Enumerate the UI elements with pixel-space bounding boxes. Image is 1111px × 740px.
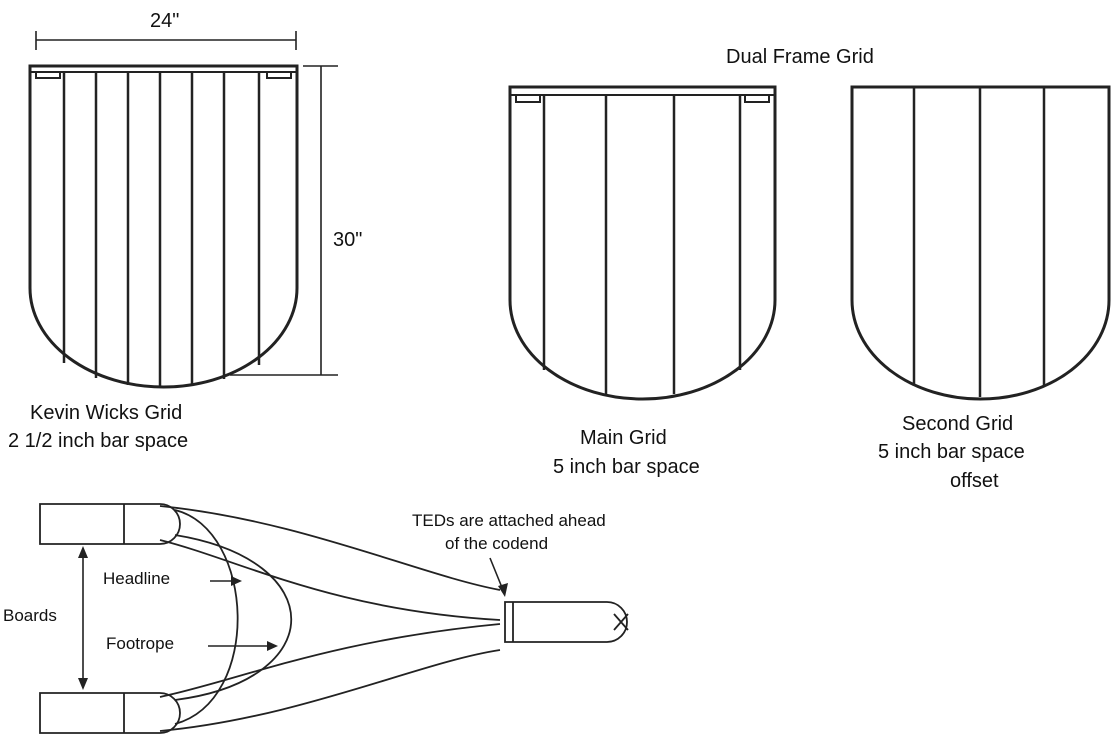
main-grid-caption-line2: 5 inch bar space: [553, 456, 700, 478]
boards-arrow-up-icon: [78, 546, 88, 558]
kevin-wicks-caption-line1: Kevin Wicks Grid: [30, 402, 182, 424]
main-grid-caption-line1: Main Grid: [580, 427, 667, 449]
codend-tie-icon: [613, 613, 629, 631]
headline-arrow-icon: [231, 576, 242, 586]
dual-frame-title: Dual Frame Grid: [726, 46, 874, 68]
kevin-wicks-grid: 24" 30" Kevin Wicks Grid 2 1/2 inch bar …: [8, 10, 362, 452]
headline-label: Headline: [103, 569, 170, 588]
second-grid-caption-line3: offset: [950, 470, 999, 492]
codend: [504, 601, 628, 643]
grid-frame: [28, 64, 299, 389]
wing-line-top-inner: [159, 539, 501, 621]
grid-corner-brace-right: [266, 71, 292, 79]
wing-line-top-outer: [159, 505, 501, 591]
wing-line-bottom-outer: [159, 649, 501, 732]
second-grid: Second Grid 5 inch bar space offset: [850, 85, 1111, 492]
kevin-wicks-caption-line2: 2 1/2 inch bar space: [8, 430, 188, 452]
ted-arrow-line: [489, 557, 504, 591]
ted-arrow-icon: [498, 583, 508, 597]
ted-note-line2: of the codend: [445, 534, 548, 553]
second-grid-caption-line2: 5 inch bar space: [878, 441, 1025, 463]
second-grid-caption-line1: Second Grid: [902, 413, 1013, 435]
width-dimension-label: 24": [150, 10, 179, 32]
footrope-arrow-icon: [267, 641, 278, 651]
ted-note-line1: TEDs are attached ahead: [412, 511, 606, 530]
main-grid: Main Grid 5 inch bar space: [508, 85, 777, 478]
main-grid-corner-brace-right: [744, 94, 770, 103]
footrope-label: Footrope: [106, 634, 174, 653]
trawl-schematic: Boards Headline Footrope TEDs are attach…: [3, 503, 629, 734]
boards-label: Boards: [3, 606, 57, 625]
footrope-curve: [174, 534, 292, 701]
trawl-door-top: [39, 503, 181, 545]
main-grid-corner-brace-left: [515, 94, 541, 103]
main-grid-frame: [508, 85, 777, 401]
wing-line-bottom-inner: [159, 623, 501, 698]
grid-corner-brace-left: [35, 71, 61, 79]
second-grid-frame: [850, 85, 1111, 401]
headline-curve: [174, 509, 239, 725]
boards-arrow-down-icon: [78, 678, 88, 690]
trawl-door-bottom: [39, 692, 181, 734]
height-dimension-label: 30": [333, 229, 362, 251]
